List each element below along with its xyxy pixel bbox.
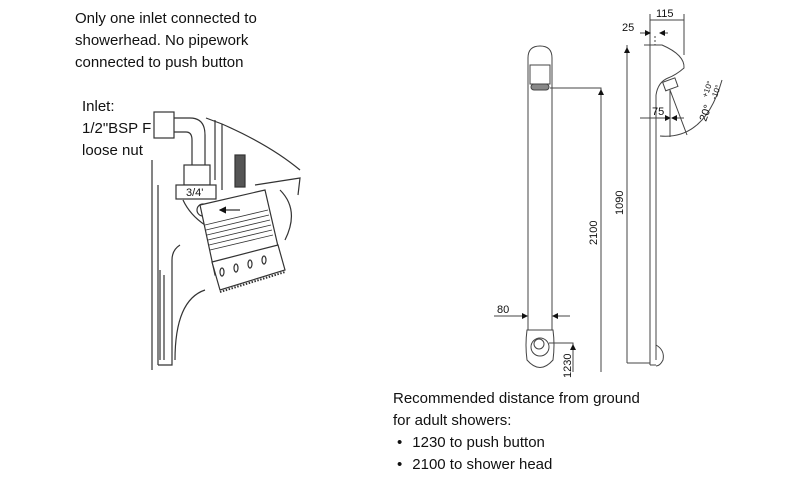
recommendation-item: 2100 to shower head	[397, 454, 653, 476]
dim-80: 80	[497, 304, 509, 316]
installation-note: Only one inlet connected to showerhead. …	[75, 10, 257, 71]
side-view	[624, 14, 723, 367]
cutaway-view: 3/4'	[151, 111, 301, 370]
dim-1230: 1230	[562, 354, 574, 378]
inlet-line-2: 1/2"BSP F	[82, 120, 152, 137]
inlet-note: Inlet: 1/2"BSP F loose nut	[82, 96, 162, 162]
inlet-line-1: Inlet:	[82, 98, 115, 115]
recommendation-heading: Recommended distance from ground for adu…	[393, 390, 640, 429]
dim-75: 75	[652, 106, 664, 118]
recommendation-item: 1230 to push button	[397, 432, 653, 454]
recommendation-list: 1230 to push button 2100 to shower head	[393, 432, 653, 476]
dim-115: 115	[656, 8, 674, 20]
inlet-line-3: loose nut	[82, 142, 143, 159]
dim-1090: 1090	[614, 191, 626, 215]
recommendation-note: Recommended distance from ground for adu…	[393, 388, 653, 476]
dim-2100: 2100	[588, 221, 600, 245]
dim-angle: 20°	[698, 103, 715, 123]
dim-25: 25	[622, 22, 634, 34]
thread-size-label: 3/4'	[186, 187, 203, 199]
front-view	[494, 45, 604, 372]
